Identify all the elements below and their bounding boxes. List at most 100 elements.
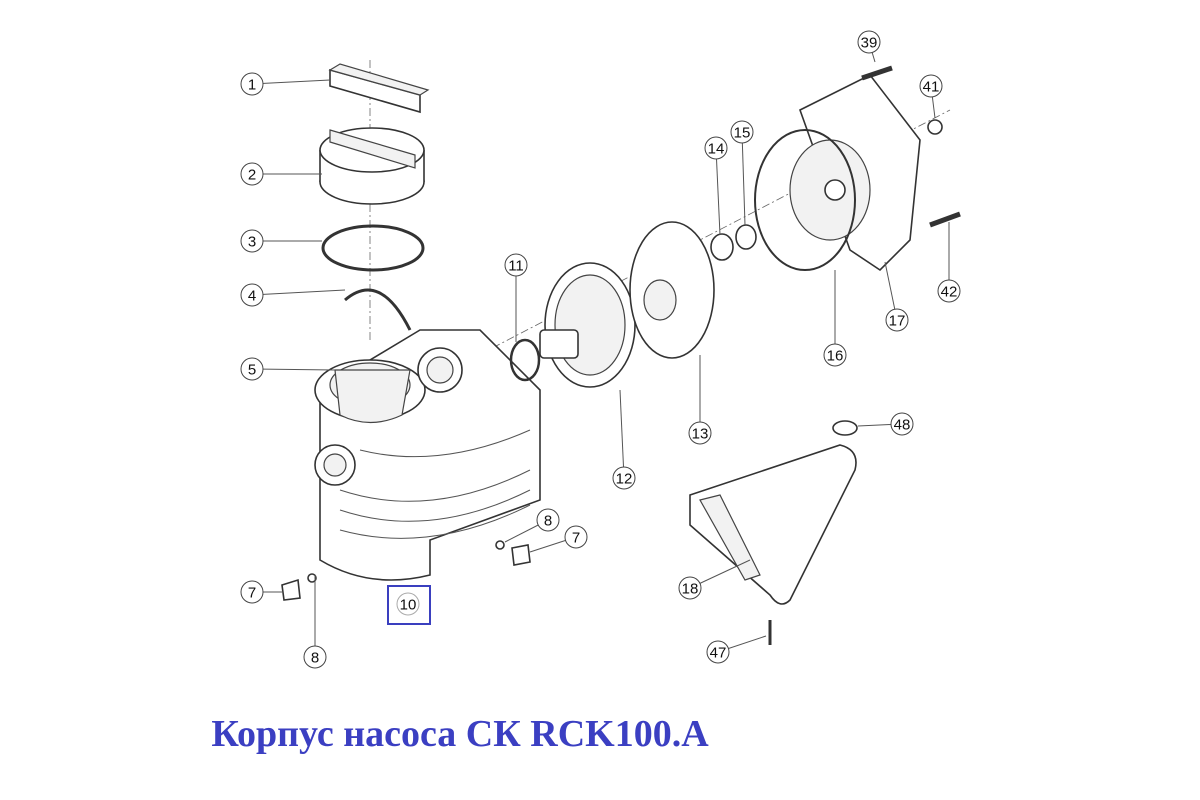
part-41-washer [927,119,943,135]
part-8-o-ring-right [495,540,505,550]
callout-circle [240,283,264,307]
callout-circle [240,580,264,604]
callout-number: 8 [544,513,552,530]
part-8-o-ring-left [307,573,317,583]
callout-part-4: 4 [240,283,264,307]
callout-number: 4 [248,288,256,305]
callout-circle [303,645,327,669]
callout-part-47: 47 [706,640,730,664]
callout-circle [564,525,588,549]
callout-number: 13 [692,426,709,443]
callout-circle [678,576,702,600]
callout-part-42: 42 [937,279,961,303]
part-15-seal [735,224,757,250]
part-39-bolt [861,65,893,81]
callout-part-39: 39 [857,30,881,54]
callout-number: 11 [508,258,524,275]
callout-circle [890,412,914,436]
callout-part-12: 12 [612,466,636,490]
callout-circle [396,592,420,616]
callout-part-13: 13 [688,421,712,445]
part-13-impeller [629,221,715,359]
callout-part-41: 41 [919,74,943,98]
leader-line [251,368,336,371]
callout-circle [823,343,847,367]
callout-circle [612,466,636,490]
callout-number: 10 [400,597,417,614]
callout-part-5: 5 [240,357,264,381]
callout-part-48: 48 [890,412,914,436]
part-42-bolt [929,211,961,228]
callout-number: 16 [827,348,844,365]
part-5-strainer-basket [334,369,411,424]
callout-part-11: 11 [504,253,528,277]
part-11-o-ring [509,338,541,382]
callout-number: 17 [889,313,906,330]
callout-part-18: 18 [678,576,702,600]
callout-circle [919,74,943,98]
callout-number: 5 [248,362,256,379]
part-7-drain-plug-right [511,544,531,566]
callout-number: 2 [248,167,256,184]
part-14-seal [710,233,734,261]
callout-circle [706,640,730,664]
leader-line [741,131,746,226]
callout-part-1: 1 [240,72,264,96]
callout-part-2: 2 [240,162,264,186]
highlighted-part-box [387,585,431,625]
callout-number: 1 [248,77,256,94]
callout-circle [536,508,560,532]
callout-circle [504,253,528,277]
diagram-title: Корпус насоса СК RCK100.A [211,713,709,755]
callout-number: 15 [734,125,751,142]
callout-number: 3 [248,234,256,251]
callout-circle [937,279,961,303]
callout-number: 42 [941,284,958,301]
callout-circle [240,72,264,96]
callout-part-7: 7 [564,525,588,549]
callout-circle [688,421,712,445]
part-12-diffuser [539,262,636,388]
part-16-gasket [754,129,856,271]
part-7-drain-plug-left [281,578,301,601]
callout-circle [857,30,881,54]
callout-part-14: 14 [704,136,728,160]
part-18-foot [689,444,857,605]
callout-number: 7 [248,585,256,602]
callout-number: 18 [682,581,699,598]
part-3-o-ring [321,224,425,272]
leader-line [251,289,346,296]
callout-number: 8 [311,650,319,667]
callout-circle [730,120,754,144]
callout-number: 41 [923,79,940,96]
callout-number: 7 [572,530,580,547]
callout-number: 39 [861,35,878,52]
callout-circle [704,136,728,160]
leader-line [619,389,625,479]
callout-part-3: 3 [240,229,264,253]
callout-number: 47 [710,645,727,662]
callout-circle [885,308,909,332]
leader-line [715,147,721,236]
part-10-pump-housing [314,329,541,581]
callout-circle [240,357,264,381]
callout-part-8: 8 [536,508,560,532]
callout-part-16: 16 [823,343,847,367]
part-4-clip [344,288,412,331]
callout-number: 14 [708,141,725,158]
callout-part-10: 10 [396,592,420,616]
callout-part-7: 7 [240,580,264,604]
callout-part-8: 8 [303,645,327,669]
part-2-lid [319,127,425,205]
part-1-handle [328,63,430,114]
callout-part-15: 15 [730,120,754,144]
part-48-bushing [832,420,858,436]
callout-circle [240,162,264,186]
callout-part-17: 17 [885,308,909,332]
leader-line [251,79,331,85]
callout-number: 48 [894,417,911,434]
part-17-seal-plate [789,73,921,272]
